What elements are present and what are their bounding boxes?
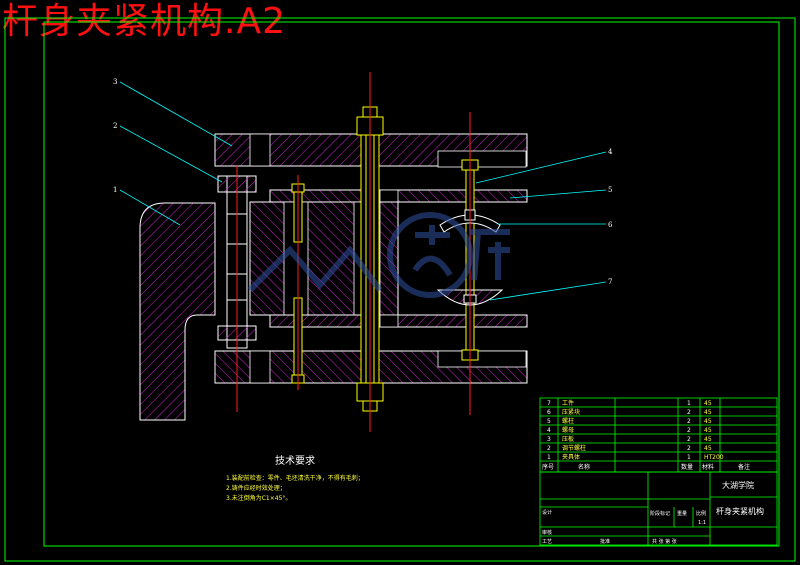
bom-qty-5: 2: [687, 418, 691, 425]
bom-qty-7: 1: [687, 400, 691, 407]
bom-no-7: 7: [547, 400, 551, 407]
bom-header-no: 序号: [542, 463, 554, 471]
bom-mat-1: HT200: [704, 454, 724, 461]
bom-name-5: 螺柱: [562, 417, 574, 425]
bom-header-note: 备注: [738, 463, 750, 471]
bom-name-2: 调节螺柱: [562, 444, 586, 452]
bom-name-4: 螺母: [562, 426, 574, 434]
bom-table: [539, 397, 778, 473]
bom-no-5: 5: [547, 418, 551, 425]
title-block-text: 大湖学院 杆身夹紧机构 阶段标记 重量 比例 1:1 设计 审核 工艺 批准 共…: [542, 480, 764, 545]
bom-mat-4: 45: [704, 427, 712, 434]
bom-qty-4: 2: [687, 427, 691, 434]
bom-mat-5: 45: [704, 418, 712, 425]
design-label: 设计: [542, 509, 552, 516]
leader-lines: [119, 81, 607, 301]
scale-label: 比例: [696, 510, 706, 517]
part-balloons: 3 2 1 4 5 6 7: [113, 78, 613, 286]
bom-no-6: 6: [547, 409, 551, 416]
middle-rail-top: [269, 189, 528, 203]
drawing-name: 杆身夹紧机构: [716, 506, 764, 516]
bom-no-1: 1: [547, 454, 551, 461]
bom-no-2: 2: [547, 445, 551, 452]
scale-value: 1:1: [698, 520, 706, 526]
tech-heading: 技术要求: [275, 454, 315, 467]
sheet-count: 共 张 第 张: [652, 538, 677, 545]
balloon-5: 5: [608, 186, 612, 194]
tech-item-2: 2.铸件应经时效处理；: [226, 484, 286, 492]
bom-qty-2: 2: [687, 445, 691, 452]
bom-no-3: 3: [547, 436, 551, 443]
tech-item-3: 3.未注倒角为C1×45°。: [226, 494, 291, 502]
bom-mat-7: 45: [704, 400, 712, 407]
bom-name-6: 压紧块: [562, 408, 580, 416]
school-name: 大湖学院: [722, 480, 754, 490]
bom-mat-3: 45: [704, 436, 712, 443]
bom-mat-6: 45: [704, 409, 712, 416]
bom-qty-1: 1: [687, 454, 691, 461]
bom-qty-6: 2: [687, 409, 691, 416]
outer-frame: [4, 17, 796, 562]
bom-no-4: 4: [547, 427, 551, 434]
check-label: 审核: [542, 529, 552, 536]
bom-name-3: 压板: [562, 435, 574, 443]
balloon-6: 6: [608, 221, 613, 229]
bom-name-1: 夹具体: [562, 453, 580, 461]
bom-header-name: 名称: [578, 463, 590, 471]
middle-rail-bottom: [269, 314, 528, 328]
main-bolt: [356, 106, 384, 412]
bom-header-mat: 材料: [702, 463, 714, 471]
weight-label: 重量: [677, 510, 687, 517]
tech-item-1: 1.装配前检查：零件、毛坯清洗干净，不得有毛刺；: [226, 474, 364, 482]
watermark: [247, 212, 510, 298]
approve-label: 批准: [600, 538, 610, 545]
balloon-1: 1: [113, 186, 117, 194]
bom-rows: 7 工件 1 45 6 压紧块 2 45 5 螺柱 2 45 4 螺母 2 45…: [542, 399, 750, 471]
title-block: [539, 471, 778, 546]
fixture-body: [139, 202, 216, 421]
technical-requirements: 技术要求 1.装配前检查：零件、毛坯清洗干净，不得有毛刺； 2.铸件应经时效处理…: [226, 454, 364, 502]
balloon-2: 2: [113, 122, 117, 130]
bom-name-7: 工件: [562, 399, 574, 407]
craft-label: 工艺: [542, 539, 552, 545]
balloon-7: 7: [608, 278, 612, 286]
inner-frame: [43, 21, 780, 547]
balloon-4: 4: [608, 148, 613, 156]
balloon-3: 3: [113, 78, 117, 86]
bom-mat-2: 45: [704, 445, 712, 452]
bom-header-qty: 数量: [681, 463, 693, 471]
stage-label: 阶段标记: [650, 510, 670, 517]
bom-qty-3: 2: [687, 436, 691, 443]
